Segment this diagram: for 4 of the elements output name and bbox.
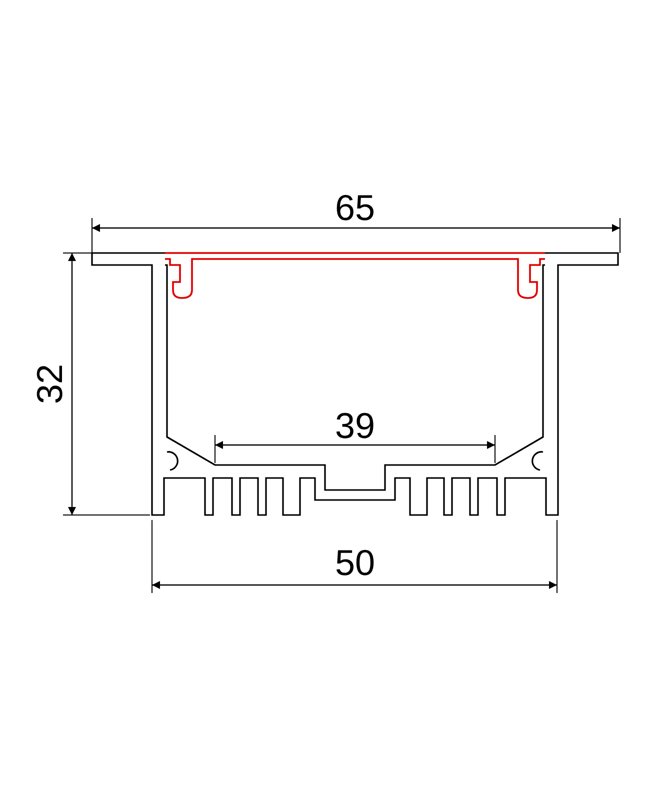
dimension-label: 39 bbox=[335, 408, 376, 444]
dimension-label: 65 bbox=[335, 190, 376, 226]
dimension-label: 32 bbox=[32, 364, 68, 404]
dimension-label: 50 bbox=[335, 545, 376, 581]
